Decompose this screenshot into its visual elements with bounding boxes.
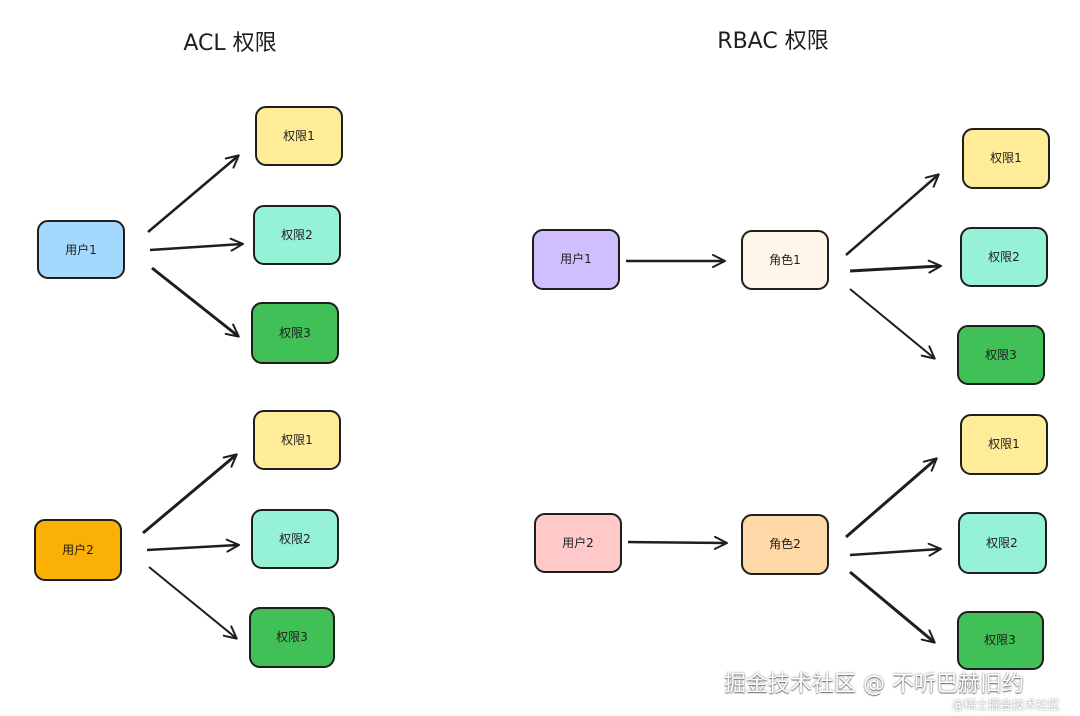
acl-user1-box [37, 220, 125, 279]
acl-user1-label: 用户1 [65, 242, 97, 257]
rbac-u2-perm3-label: 权限3 [984, 633, 1016, 647]
rbac-user1-group: 用户1 角色1 权限1 权限2 权限3 [532, 128, 1050, 385]
rbac-u2-perm1-box [960, 414, 1048, 475]
rbac-user1-box [532, 229, 620, 290]
acl-u1-perm3-label: 权限3 [279, 326, 311, 340]
acl-user1-node: 用户1 [37, 220, 125, 279]
rbac-u2-arrow-p1 [845, 457, 938, 539]
rbac-u2-arrow-p2 [849, 542, 942, 557]
acl-u2-perm3-box [249, 607, 335, 668]
rbac-u2-arrow-p3 [849, 570, 936, 644]
acl-u2-arrow-p3 [148, 566, 238, 640]
acl-u2-arrow-p1 [142, 453, 238, 535]
acl-user2-node: 用户2 [34, 519, 122, 581]
rbac-u2-perm3-box [957, 611, 1044, 670]
rbac-user2-node: 用户2 [534, 513, 622, 573]
acl-u1-arrow-p1 [147, 154, 240, 233]
rbac-u1-arrow-p1 [845, 173, 940, 256]
acl-user1-group: 用户1 权限1 权限2 权限3 [37, 106, 343, 364]
acl-user2-label: 用户2 [62, 542, 94, 557]
acl-u2-perm1-node: 权限1 [253, 410, 341, 470]
watermark-main: 掘金技术社区 @ 不听巴赫旧约 [724, 672, 1024, 697]
rbac-u1-perm1-node: 权限1 [962, 128, 1050, 189]
rbac-role1-label: 角色1 [769, 253, 801, 267]
acl-u1-perm3-box [251, 302, 339, 364]
acl-u1-perm1-box [255, 106, 343, 166]
rbac-u2-perm3-node: 权限3 [957, 611, 1044, 670]
rbac-u2-arrow-role [627, 535, 728, 550]
acl-u2-perm3-node: 权限3 [249, 607, 335, 668]
rbac-user1-label: 用户1 [560, 251, 592, 266]
rbac-role1-node: 角色1 [741, 230, 829, 290]
acl-u2-perm1-label: 权限1 [281, 433, 313, 447]
rbac-u1-perm3-box [957, 325, 1045, 385]
acl-u2-perm1-box [253, 410, 341, 470]
watermark-sub: @稀土掘金技术社区 [952, 698, 1061, 712]
rbac-u1-perm1-label: 权限1 [990, 151, 1022, 165]
rbac-u1-perm2-node: 权限2 [960, 227, 1048, 287]
rbac-role2-node: 角色2 [741, 514, 829, 575]
acl-u1-perm2-label: 权限2 [281, 228, 313, 242]
acl-u1-arrow-p2 [149, 237, 244, 252]
rbac-role2-box [741, 514, 829, 575]
rbac-u2-perm2-box [958, 512, 1047, 574]
acl-u2-arrow-p2 [146, 538, 240, 553]
acl-user2-group: 用户2 权限1 权限2 权限3 [34, 410, 341, 668]
rbac-u1-arrow-p2 [849, 259, 942, 274]
rbac-user1-node: 用户1 [532, 229, 620, 290]
acl-u1-perm3-node: 权限3 [251, 302, 339, 364]
rbac-u2-perm2-node: 权限2 [958, 512, 1047, 574]
rbac-u2-perm1-label: 权限1 [988, 437, 1020, 451]
rbac-u1-arrow-p3 [849, 288, 936, 360]
acl-u1-arrow-p3 [151, 266, 240, 338]
rbac-user2-label: 用户2 [562, 535, 594, 550]
rbac-u1-perm2-box [960, 227, 1048, 287]
acl-user2-box [34, 519, 122, 581]
acl-u2-perm2-node: 权限2 [251, 509, 339, 569]
rbac-role2-label: 角色2 [769, 537, 801, 551]
rbac-role1-box [741, 230, 829, 290]
rbac-user2-group: 用户2 角色2 权限1 权限2 权限3 [534, 414, 1048, 670]
rbac-u2-perm1-node: 权限1 [960, 414, 1048, 475]
acl-u2-perm3-label: 权限3 [276, 630, 308, 644]
rbac-u2-perm2-label: 权限2 [986, 536, 1018, 550]
rbac-u1-perm3-label: 权限3 [985, 348, 1017, 362]
rbac-u1-perm2-label: 权限2 [988, 250, 1020, 264]
rbac-u1-perm1-box [962, 128, 1050, 189]
acl-u2-perm2-box [251, 509, 339, 569]
acl-u2-perm2-label: 权限2 [279, 532, 311, 546]
rbac-u1-perm3-node: 权限3 [957, 325, 1045, 385]
rbac-title: RBAC 权限 [717, 29, 828, 54]
rbac-user2-box [534, 513, 622, 573]
acl-u1-perm1-label: 权限1 [283, 129, 315, 143]
acl-u1-perm1-node: 权限1 [255, 106, 343, 166]
acl-u1-perm2-node: 权限2 [253, 205, 341, 265]
acl-u1-perm2-box [253, 205, 341, 265]
acl-title: ACL 权限 [183, 31, 276, 56]
